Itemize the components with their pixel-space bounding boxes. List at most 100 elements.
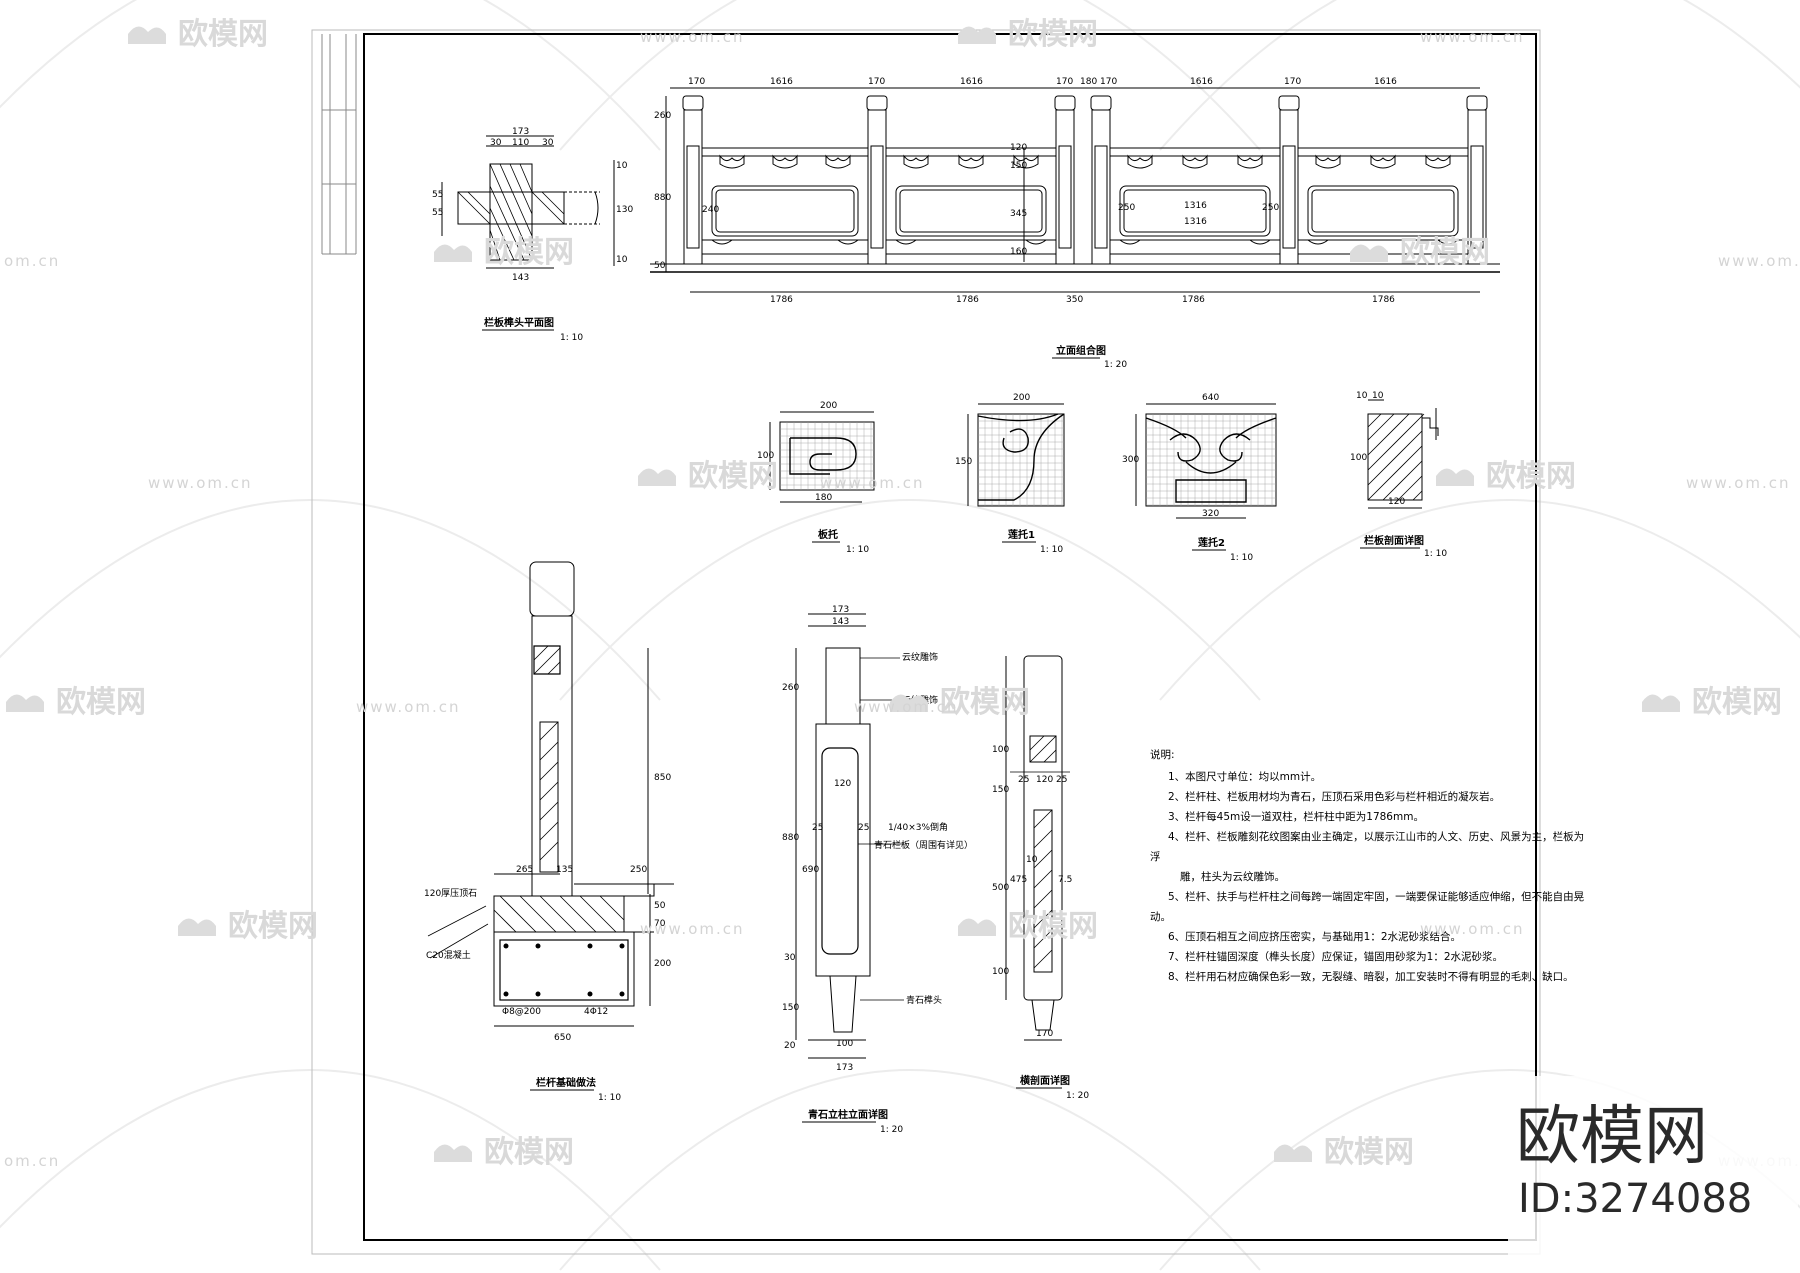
panel [711,185,859,237]
dim-label: 110 [512,138,529,148]
callout-label: 1/40×3%倒角 [888,821,948,833]
watermark-url: www.om.cn [640,920,745,938]
watermark-logo-icon [638,468,676,486]
dim-label: 200 [654,959,671,969]
cloud-bracket [1425,154,1451,169]
view-title: 栏板榫头平面图 [484,316,554,329]
watermark-text: 欧模网欧模网欧模网欧模网欧模网欧模网欧模网欧模网欧模网欧模网欧模网欧模网欧模网w… [4,17,1800,1170]
callout-label: 120厚压顶石 [424,888,477,899]
detail-lotus-bracket-2-labels: 640 300 320 莲托2 1: 10 [1122,393,1253,563]
dim-label: 170 [1100,77,1117,87]
panel-inner [1123,189,1267,233]
view-title: 板托 [818,528,838,541]
view-title: 莲托1 [1008,528,1035,541]
dim-label: 260 [782,683,799,693]
dim-label: 20 [784,1041,796,1051]
post-cap [1278,95,1300,111]
callout-label: 4Φ12 [584,1007,608,1017]
note-line: 2、栏杆柱、栏板用材均为青石，压顶石采用色彩与栏杆相近的凝灰岩。 [1168,790,1500,803]
dim-label: 7.5 [1058,875,1072,885]
dim-label: 880 [782,833,799,843]
watermark-url: www.om.cn [820,474,925,492]
dim-label: 10 [1026,855,1038,865]
dim-label: 10 [616,161,628,171]
watermark-url: www.om.cn [148,474,253,492]
dim-label: 143 [832,617,849,627]
dim-label: 850 [654,773,671,783]
post-plan-labels: 173 110 30 30 55 55 130 10 10 143 栏板榫头平面… [432,127,633,343]
watermark-brand: 欧模网 [1008,909,1098,944]
dim-label: 250 [630,865,647,875]
watermark-brand: 欧模网 [228,909,318,944]
watermark-url: www.om.cn [1686,474,1791,492]
note-line: 动。 [1150,911,1171,923]
dim-label: 10 [1372,391,1384,401]
dim-label: 10 [616,255,628,265]
dim-label: 50 [654,901,666,911]
dim-label: 150 [1010,161,1027,171]
view-title: 栏杆基础做法 [536,1076,596,1089]
callout-label: 青石栏板（周围有详见） [874,839,973,851]
dim-label: 173 [836,1063,853,1073]
watermark-logo-icon [1350,244,1388,262]
foot-bracket [1119,239,1271,245]
dim-label: 320 [1202,509,1219,519]
dim-label: 30 [784,953,796,963]
view-scale: 1: 10 [560,333,583,343]
dim-label: 120 [1010,143,1027,153]
view-scale: 1: 10 [1040,545,1063,555]
view-title: 青石立柱立面详图 [808,1108,888,1121]
panel-inner [1311,189,1455,233]
panel-inner [899,189,1043,233]
view-scale: 1: 10 [1230,553,1253,563]
detail-lotus-bracket-2 [1135,403,1277,519]
dim-label: 1786 [770,295,793,305]
watermark-brand: 欧模网 [484,235,574,270]
watermark-logo-icon [890,694,928,712]
note-line: 7、栏杆柱锚固深度（榫头长度）应保证，锚固用砂浆为1：2水泥砂浆。 [1168,950,1503,963]
dim-label: 1786 [956,295,979,305]
dim-label: 100 [757,451,774,461]
dim-label: 160 [1010,247,1027,257]
foot-bracket [895,239,1047,245]
view-title: 栏板剖面详图 [1364,534,1424,547]
detail-rail-section [1367,399,1439,509]
model-id: ID:3274088 [1518,1176,1752,1222]
post-cap [866,95,888,111]
dim-label: 120 [1388,497,1405,507]
dim-label: 250 [1118,203,1135,213]
note-line: 1、本图尺寸单位：均以mm计。 [1168,770,1321,783]
dim-label: 150 [782,1003,799,1013]
view-title: 立面组合图 [1056,344,1106,357]
cloud-bracket [1370,154,1396,169]
watermark-logo-icon [1436,468,1474,486]
watermark-logo-icon [434,244,472,262]
watermark-brand: 欧模网 [1692,685,1782,720]
watermark-url: om.cn [4,1152,60,1170]
cloud-bracket [772,154,798,169]
dim-label: 180 [1080,77,1097,87]
dim-label: 880 [654,193,671,203]
view-title: 莲托2 [1198,536,1225,549]
dim-label: 120 [834,779,851,789]
dim-label: 475 [1010,875,1027,885]
brand-logo-text: 欧模网 [1516,1100,1708,1174]
view-scale: 1: 20 [880,1125,903,1135]
dim-label: 100 [836,1039,853,1049]
post-panel [870,145,884,249]
watermark-brand: 欧模网 [1324,1135,1414,1170]
dim-label: 120 [1036,775,1053,785]
detail-lotus-bracket-1 [967,403,1065,507]
dim-label: 170 [1036,1029,1053,1039]
dim-label: 300 [1122,455,1139,465]
watermark-logo-icon [958,26,996,44]
notes-heading: 说明: [1150,748,1175,761]
note-line: 6、压顶石相互之间应挤压密实，与基础用1：2水泥砂浆结合。 [1168,930,1461,943]
foot-bracket [1307,239,1459,245]
watermark-logo-icon [128,26,166,44]
section-view [1005,655,1070,1041]
note-line: 4、栏杆、栏板雕刻花纹图案由业主确定，以展示江山市的人文、历史、风景为主，栏板为 [1168,830,1584,843]
watermark-logo-icon [958,918,996,936]
dim-label: 30 [490,138,502,148]
